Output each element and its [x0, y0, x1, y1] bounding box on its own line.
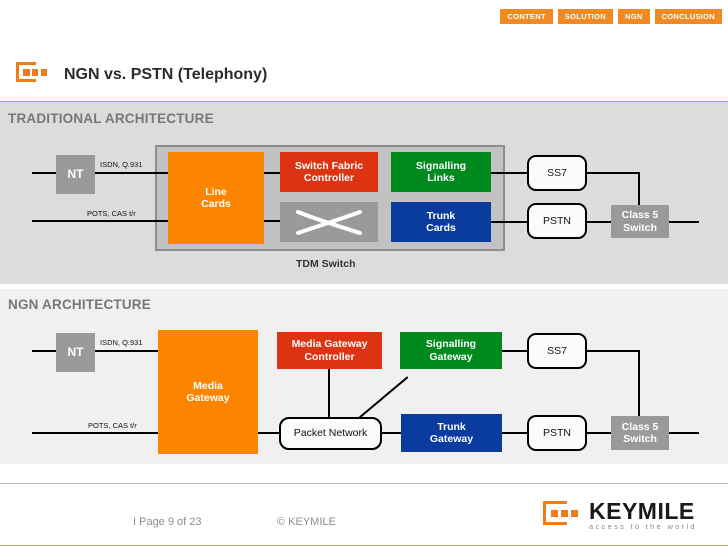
node-switch-fabric-controller: Switch Fabric Controller: [280, 152, 378, 192]
copyright-text: © KEYMILE: [277, 516, 336, 528]
wire-packet-to-trunkgw: [382, 432, 401, 434]
wire-trunk-to-pstn-ngn: [502, 432, 527, 434]
node-line-cards: Line Cards: [168, 152, 264, 244]
node-packet-network: Packet Network: [279, 417, 382, 450]
wire-trunk-to-pstn-trad: [491, 221, 527, 223]
node-class5-switch-traditional: Class 5 Switch: [611, 205, 669, 238]
node-media-gateway: Media Gateway: [158, 330, 258, 454]
node-media-gateway-controller: Media Gateway Controller: [277, 332, 382, 369]
ngn-section-label: NGN ARCHITECTURE: [8, 297, 151, 312]
wire-ss7-down-ngn: [638, 350, 640, 417]
tab-content[interactable]: CONTENT: [500, 9, 553, 24]
wire-isdn-left-ngn: [32, 350, 56, 352]
node-signalling-gateway: Signalling Gateway: [400, 332, 502, 369]
wire-pstn-right-trad: [587, 221, 611, 223]
crossbar-x-icon: [296, 210, 362, 235]
node-ss7-traditional: SS7: [527, 155, 587, 191]
wire-signalling-to-ss7-trad: [491, 172, 527, 174]
tdm-switch-caption: TDM Switch: [296, 258, 356, 270]
node-pstn-traditional: PSTN: [527, 203, 587, 239]
node-signalling-links: Signalling Links: [391, 152, 491, 192]
brand-tagline: access to the world: [589, 522, 697, 531]
traditional-section-label: TRADITIONAL ARCHITECTURE: [8, 111, 214, 126]
wire-label-isdn-trad: ISDN, Q.931: [100, 160, 143, 169]
node-ss7-ngn: SS7: [527, 333, 587, 369]
footer-divider: [0, 483, 728, 484]
wire-class5-right-ngn: [669, 432, 699, 434]
keymile-mark-icon-footer: [543, 501, 583, 531]
tab-ngn[interactable]: NGN: [618, 9, 650, 24]
wire-pots-trad: [32, 220, 280, 222]
wire-class5-right-trad: [669, 221, 699, 223]
node-class5-switch-ngn: Class 5 Switch: [611, 416, 669, 450]
page-indicator: I Page 9 of 23: [133, 516, 202, 528]
node-pstn-ngn: PSTN: [527, 415, 587, 451]
page-title: NGN vs. PSTN (Telephony): [64, 66, 268, 83]
top-navigation: CONTENT SOLUTION NGN CONCLUSION: [500, 9, 722, 24]
node-nt-traditional: NT: [56, 155, 95, 194]
keymile-footer-logo: KEYMILE access to the world: [543, 500, 697, 532]
wire-pots-ngn: [32, 432, 158, 434]
wire-label-pots-trad: POTS, CAS t/r: [87, 209, 136, 218]
tab-solution[interactable]: SOLUTION: [557, 9, 613, 24]
header-divider: [0, 101, 728, 102]
wire-isdn-left-trad: [32, 172, 56, 174]
wire-ss7-right-ngn: [587, 350, 640, 352]
wire-ss7-down-trad: [638, 172, 640, 205]
wire-isdn-right-ngn: [95, 350, 158, 352]
wire-mediagw-to-packet: [258, 432, 280, 434]
wire-signalling-to-ss7-ngn: [502, 350, 527, 352]
node-nt-ngn: NT: [56, 333, 95, 372]
tab-conclusion[interactable]: CONCLUSION: [654, 9, 722, 24]
title-row: NGN vs. PSTN (Telephony): [16, 62, 267, 88]
keymile-mark-icon: [16, 62, 50, 88]
brand-name: KEYMILE: [589, 498, 695, 524]
node-trunk-gateway: Trunk Gateway: [401, 414, 502, 452]
wire-pstn-right-ngn: [587, 432, 611, 434]
wire-mgc-to-packet: [328, 369, 330, 417]
wire-label-pots-ngn: POTS, CAS t/r: [88, 421, 137, 430]
wire-label-isdn-ngn: ISDN, Q.931: [100, 338, 143, 347]
node-trunk-cards: Trunk Cards: [391, 202, 491, 242]
wire-ss7-right-trad: [587, 172, 640, 174]
